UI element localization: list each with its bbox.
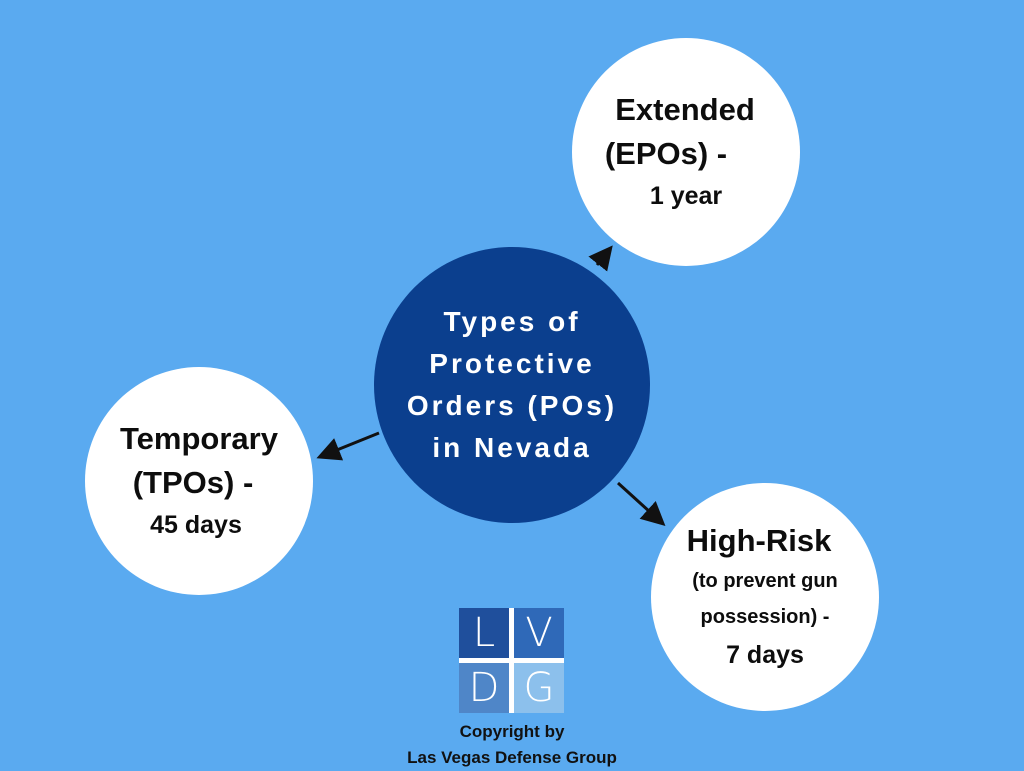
arrow-to-high-risk — [616, 481, 666, 527]
extended-duration: 1 year — [649, 182, 723, 210]
high-risk-title: High-Risk — [686, 523, 832, 558]
logo-letter-v: V — [514, 608, 564, 658]
high-risk-duration: 7 days — [726, 641, 804, 669]
copyright-line-2: Las Vegas Defense Group — [407, 748, 617, 767]
temporary-abbreviation: (TPOs) - — [132, 465, 254, 500]
center-topic-circle: Types of Protective Orders (POs) in Neva… — [374, 247, 650, 523]
copyright-line-1: Copyright by — [459, 722, 565, 741]
temporary-duration: 45 days — [150, 511, 242, 539]
logo-letter-l: L — [459, 608, 509, 658]
center-line-4: in Nevada — [432, 432, 592, 463]
center-line-1: Types of — [443, 306, 581, 337]
temporary-title: Temporary — [120, 421, 278, 456]
high-risk-note-line-2: possession) - — [700, 606, 830, 628]
center-line-2: Protective — [429, 348, 595, 379]
lvdg-logo: L V D G — [459, 608, 564, 713]
copyright-notice: Copyright by Las Vegas Defense Group — [362, 719, 662, 771]
arrow-to-temporary — [316, 431, 380, 461]
extended-title: Extended — [615, 92, 755, 127]
logo-divider-horizontal — [459, 658, 564, 663]
center-line-3: Orders (POs) — [406, 390, 618, 421]
extended-abbreviation: (EPOs) - — [604, 136, 728, 171]
arrow-to-extended — [588, 245, 613, 272]
logo-letter-d: D — [459, 663, 509, 713]
extended-order-circle: Extended (EPOs) - 1 year — [572, 38, 800, 266]
high-risk-order-circle: High-Risk (to prevent gun possession) - … — [651, 483, 879, 711]
high-risk-note-line-1: (to prevent gun — [692, 570, 838, 592]
temporary-order-circle: Temporary (TPOs) - 45 days — [85, 367, 313, 595]
logo-letter-g: G — [514, 663, 564, 713]
